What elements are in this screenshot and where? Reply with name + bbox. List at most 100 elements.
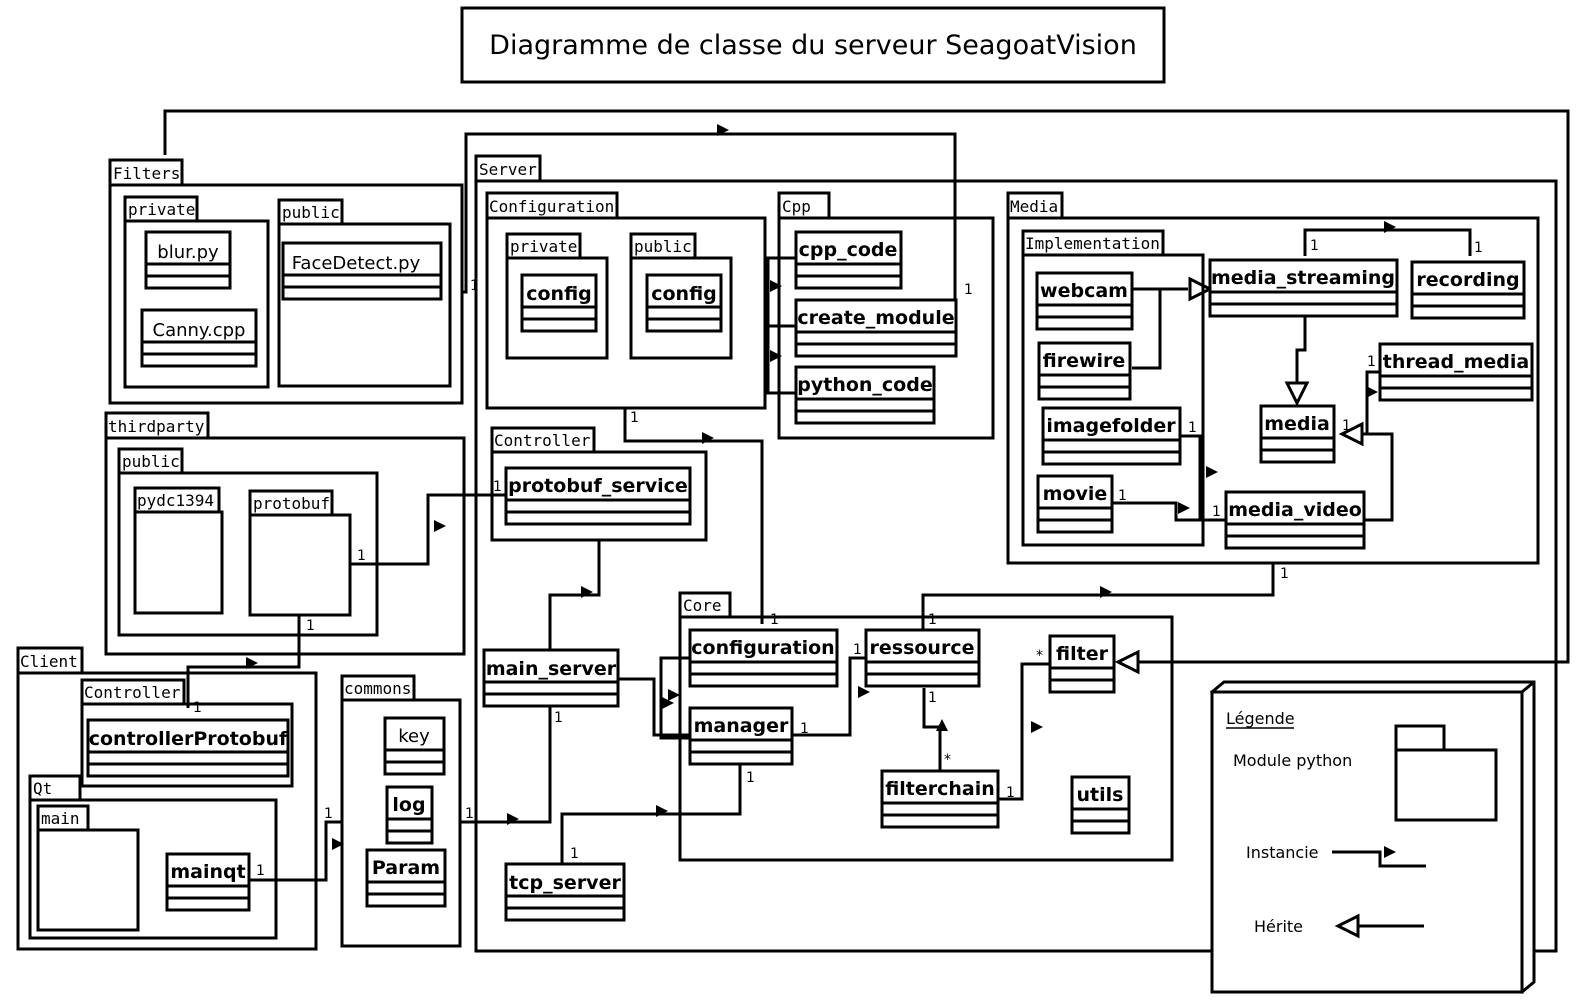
legend-module-label: Module python: [1233, 751, 1352, 770]
streaming-to-recording-line: [1303, 228, 1472, 256]
instancie-arrow: [434, 520, 446, 532]
class-key[interactable]: key: [383, 716, 446, 776]
instancie-arrow: [1384, 221, 1396, 233]
class-media-streaming-label: media_streaming: [1211, 267, 1395, 289]
multiplicity-label: 1: [493, 479, 502, 495]
package-media-label: Media: [1010, 197, 1058, 216]
class-recording[interactable]: recording: [1410, 260, 1526, 320]
class-filter-label: filter: [1056, 643, 1109, 665]
class-media-streaming[interactable]: media_streaming: [1208, 258, 1399, 318]
class-manager-label: manager: [694, 715, 789, 737]
class-facedetect-label: FaceDetect.py: [292, 253, 421, 274]
class-utils[interactable]: utils: [1070, 775, 1131, 835]
class-ressource-label: ressource: [870, 637, 975, 659]
class-webcam[interactable]: webcam: [1035, 271, 1134, 331]
class-config-public[interactable]: config: [645, 273, 723, 333]
class-utils-label: utils: [1077, 784, 1124, 806]
class-controllerprotobuf-label: controllerProtobuf: [89, 728, 288, 750]
instancie-arrow: [1206, 466, 1218, 478]
class-movie[interactable]: movie: [1036, 474, 1114, 534]
instancie-arrow: [770, 280, 782, 292]
inheritance-arrow: [1114, 649, 1140, 675]
class-tcp-server[interactable]: tcp_server: [504, 862, 626, 922]
package-implementation-label: Implementation: [1025, 234, 1160, 253]
manager-to-configuration-line: [659, 656, 690, 740]
inheritance-arrow: [1188, 276, 1214, 302]
multiplicity-label: 1: [1212, 504, 1221, 520]
class-mainqt[interactable]: mainqt: [165, 852, 251, 912]
class-create-module[interactable]: create_module: [794, 298, 958, 358]
class-config-private[interactable]: config: [520, 273, 598, 333]
class-canny[interactable]: Canny.cpp: [140, 308, 258, 368]
class-cpp-code-label: cpp_code: [799, 239, 898, 261]
manager-to-ressource-line: [792, 656, 866, 737]
class-python-code-label: python_code: [797, 374, 932, 396]
multiplicity-label: 1: [306, 618, 315, 634]
multiplicity-label: 1: [357, 548, 366, 564]
class-media-video[interactable]: media_video: [1224, 490, 1366, 550]
arrowheads: [246, 124, 1396, 850]
multiplicity-label: 1: [853, 642, 862, 658]
instancie-arrow: [1178, 502, 1190, 514]
instancie-arrow: [332, 838, 344, 850]
multiplicity-label: 1: [1342, 418, 1351, 434]
package-thirdparty: thirdparty public pydc1394 protobuf: [104, 411, 466, 656]
class-canny-label: Canny.cpp: [153, 320, 246, 341]
class-movie-label: movie: [1043, 483, 1108, 505]
instancie-arrow: [1100, 586, 1112, 598]
instancie-arrow: [717, 124, 729, 136]
class-controllerprotobuf[interactable]: controllerProtobuf: [86, 718, 290, 778]
package-icon: [1394, 724, 1446, 752]
instancie-arrow: [507, 813, 519, 825]
diagram-title-text: Diagramme de classe du serveur SeagoatVi…: [489, 30, 1137, 61]
package-cpp-label: Cpp: [782, 197, 811, 216]
class-blur[interactable]: blur.py: [144, 230, 232, 290]
class-protobuf-service[interactable]: protobuf_service: [504, 466, 692, 526]
instancie-sample-arrow: [1384, 846, 1396, 858]
streaming-to-media-line: [1295, 316, 1307, 383]
class-cpp-code[interactable]: cpp_code: [794, 230, 903, 290]
class-thread-media[interactable]: thread_media: [1378, 342, 1534, 402]
instancie-arrow: [770, 350, 782, 362]
multiplicity-label: 1: [800, 721, 809, 737]
class-imagefolder[interactable]: imagefolder: [1041, 406, 1182, 466]
class-media[interactable]: media: [1259, 404, 1336, 464]
instancie-arrow: [581, 586, 593, 598]
multiplicity-label: *: [1036, 648, 1043, 664]
instancie-sample-line: [1332, 850, 1426, 868]
instancie-arrow: [1366, 386, 1378, 398]
multiplicity-label: 1: [770, 612, 779, 628]
multiplicity-label: 1: [928, 612, 937, 628]
class-filterchain-label: filterchain: [885, 778, 995, 800]
multiplicity-label: 1: [554, 710, 563, 726]
multiplicities: 1 1 1 1 1 1 1 1 1 1 1 1 1 1 1 1 * 1 * 1 …: [193, 238, 1483, 879]
class-boxes: blur.py Canny.cpp FaceDetect.py controll…: [86, 230, 1534, 922]
class-imagefolder-label: imagefolder: [1046, 415, 1176, 437]
herite-sample-arrow: [1334, 913, 1360, 939]
class-python-code[interactable]: python_code: [794, 365, 936, 425]
package-core-label: Core: [683, 596, 722, 615]
class-firewire-label: firewire: [1043, 350, 1126, 372]
package-filters-label: Filters: [113, 164, 180, 183]
multiplicity-label: 1: [746, 770, 755, 786]
package-qt-label: Qt: [33, 779, 52, 798]
class-log[interactable]: log: [385, 785, 434, 845]
class-ressource[interactable]: ressource: [864, 628, 981, 688]
class-filterchain[interactable]: filterchain: [880, 769, 1000, 829]
package-protobuf-label: protobuf: [253, 494, 330, 513]
class-filter[interactable]: filter: [1048, 634, 1116, 694]
multiplicity-label: 1: [630, 410, 639, 426]
class-firewire[interactable]: firewire: [1037, 341, 1132, 401]
legend-instancie-label: Instancie: [1246, 843, 1319, 862]
instancie-arrow: [858, 686, 870, 698]
class-core-configuration[interactable]: configuration: [688, 628, 839, 688]
class-facedetect[interactable]: FaceDetect.py: [281, 241, 443, 301]
package-configuration-private-label: private: [510, 237, 577, 256]
package-server: Server Configuration private public Cpp …: [474, 154, 1558, 953]
multiplicity-label: 1: [1367, 354, 1376, 370]
instancie-arrow: [1031, 721, 1043, 733]
class-param[interactable]: Param: [365, 848, 447, 908]
class-manager[interactable]: manager: [688, 706, 794, 766]
class-main-server[interactable]: main_server: [482, 648, 620, 708]
instancie-arrow: [246, 657, 258, 669]
